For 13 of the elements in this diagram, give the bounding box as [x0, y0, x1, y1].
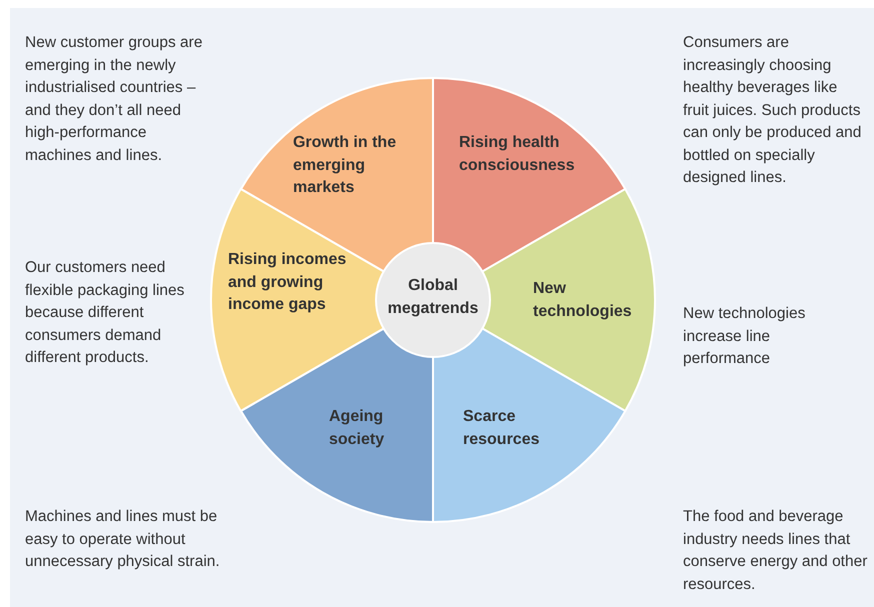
description-text: New customer groups are emerging in the newly industrialised countries – and they don’t all need high-performance machines and lines. [25, 33, 204, 166]
description-text: Consumers are increasingly choosing healthy beverages like fruit juices. Such products can only be produced and bottled on specially designed lines. [683, 33, 862, 188]
sector-label: Growth in the emerging markets [292, 133, 398, 198]
description-text: Our customers need flexible packaging lines because different consumers demand different products. [25, 258, 186, 368]
description-text: Machines and lines must be easy to operate without unnecessary physical strain. [25, 507, 221, 572]
sector-label: New technologies [533, 279, 633, 322]
description-text: The food and beverage industry needs lines that conserve energy and other resources. [683, 507, 868, 594]
sector-label: Scarce resources [463, 407, 540, 450]
sector-label: Rising incomes and growing income gaps [228, 250, 348, 315]
sector-label: Ageing society [328, 407, 386, 450]
center-label: Global megatrends [386, 276, 480, 318]
description-text: New technologies increase line performance [683, 304, 806, 369]
sector-label: Rising health consciousness [459, 133, 576, 176]
